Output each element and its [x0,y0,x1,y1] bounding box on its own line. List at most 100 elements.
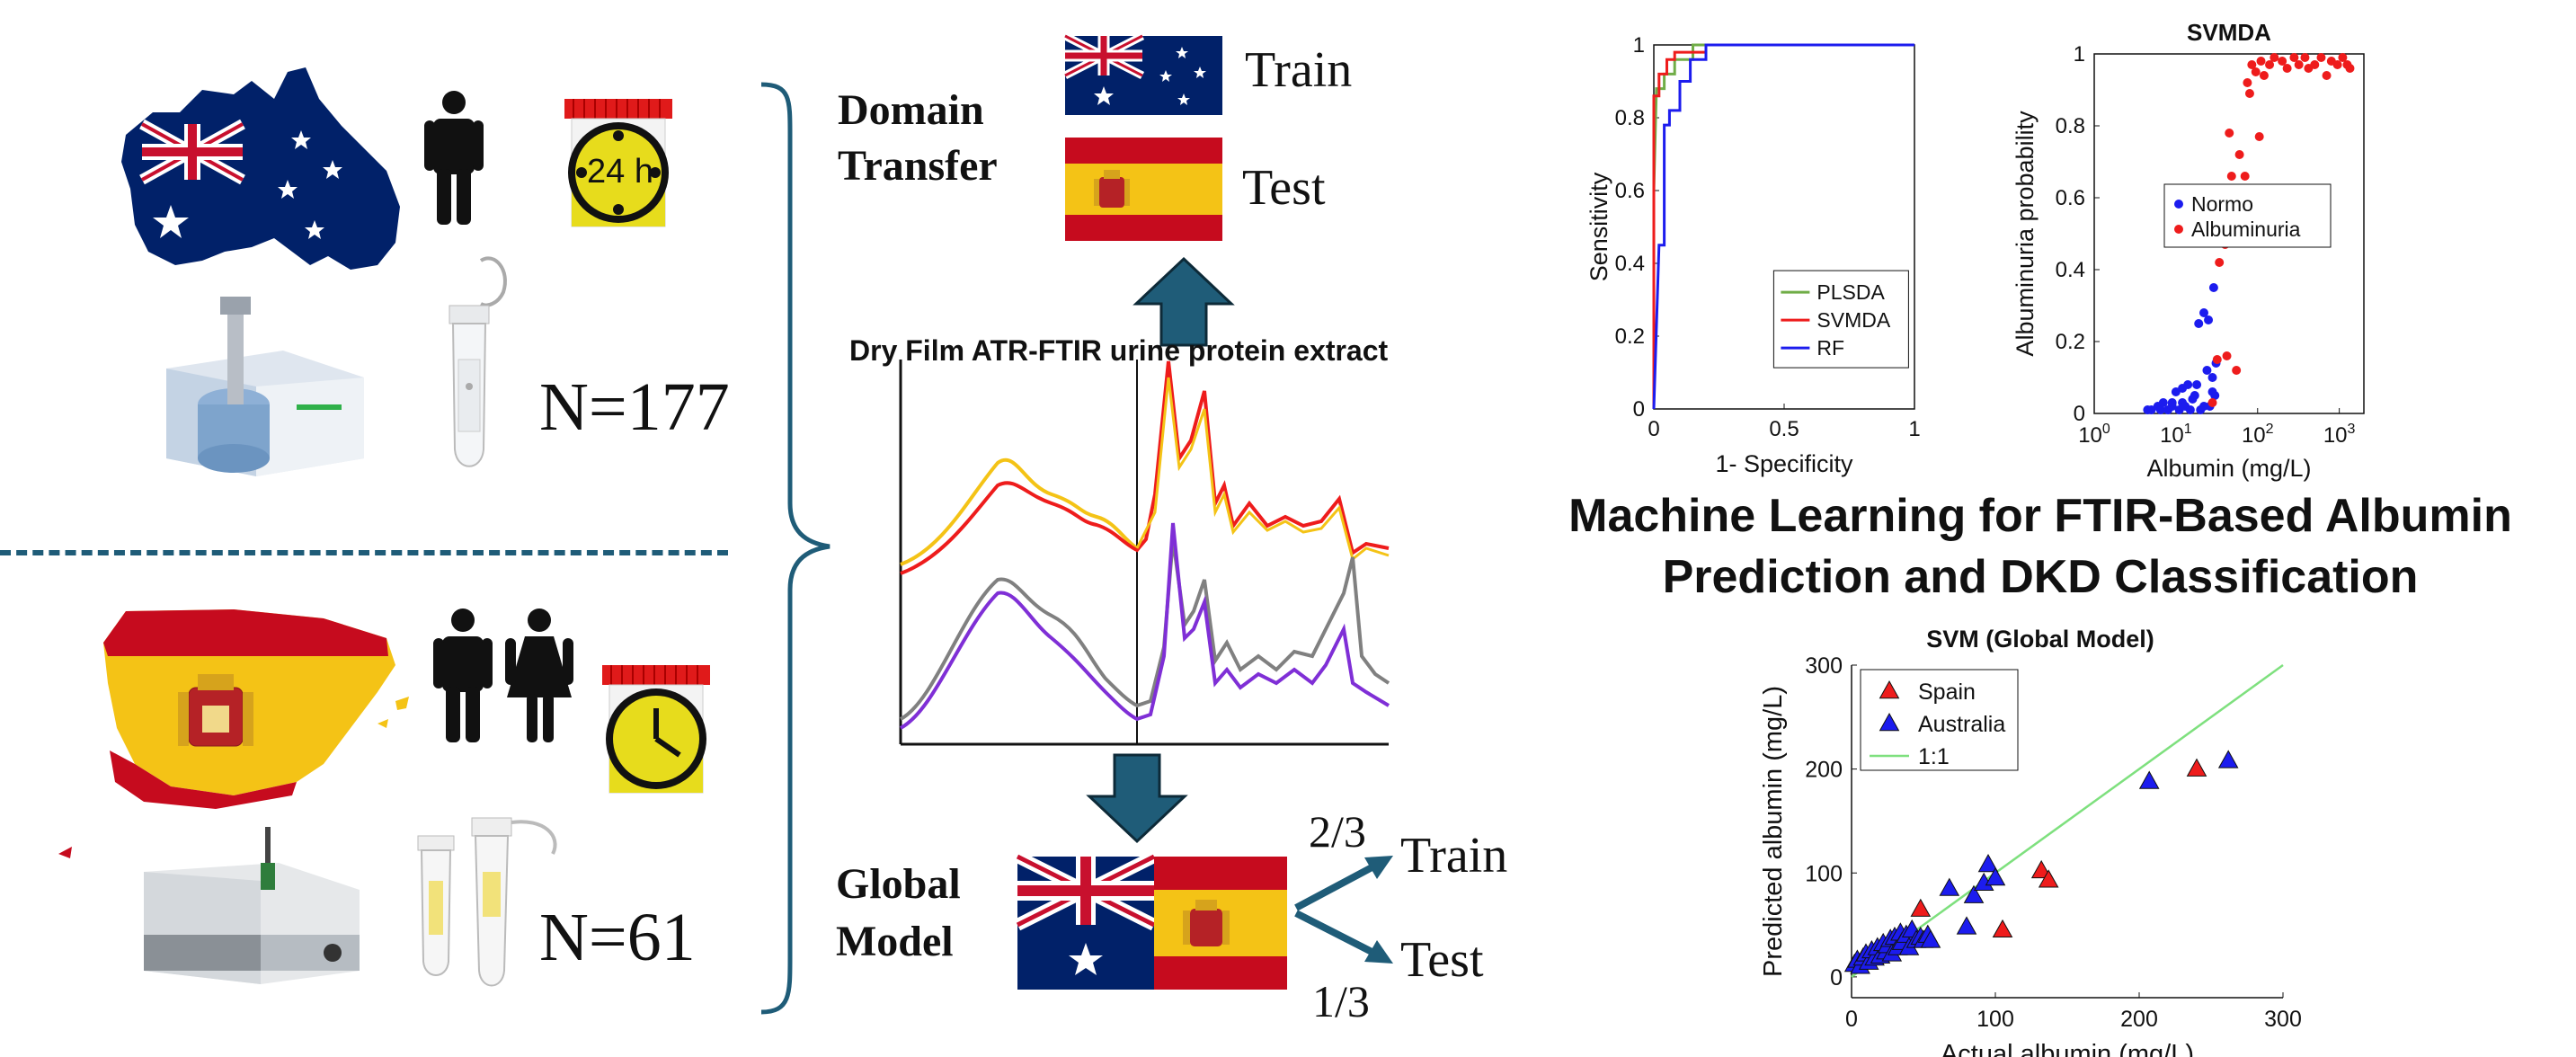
svmda-ytick-label: 0.2 [2056,330,2085,354]
svmda-point-normo [2190,391,2199,400]
domain-transfer-title-line1: Domain [838,86,984,134]
global-model-title-line2: Model [836,918,954,965]
domain-transfer-train-label: Train [1245,42,1353,98]
arrow-down-icon [1086,753,1188,844]
svmda-point-albuminuria [2247,60,2257,69]
svm-point-australia [1939,877,1960,896]
australia-sample-count: N=177 [539,369,730,445]
roc-legend-label: RF [1817,336,1844,360]
global-train-label: Train [1400,828,1508,884]
ftir-spectrometer-icon [166,297,364,476]
svm-point-spain [2186,758,2207,777]
svmda-point-albuminuria [2265,60,2275,69]
spain-map-icon [58,609,409,858]
svm-point-spain [2030,859,2052,879]
svm-ytick-label: 200 [1805,758,1843,783]
global-model-title: Global Model [836,856,961,971]
svmda-point-albuminuria [2278,57,2287,66]
svm-xtick-label: 200 [2120,1007,2158,1032]
svmda-xtick-label: 101 [2160,422,2192,448]
svmda-point-albuminuria [2294,60,2304,69]
svm-xtick-label: 100 [1976,1007,2014,1032]
svm-legend-swatch [1879,680,1900,699]
svmda-point-albuminuria [2256,57,2266,66]
headline-line2: Prediction and DKD Classification [1662,551,2419,603]
svmda-ytick-label: 0 [2074,402,2085,426]
svmda-ytick-label: 0.6 [2056,186,2085,210]
roc-xtick-label: 0.5 [1769,417,1799,441]
roc-xtick-label: 1 [1908,417,1920,441]
svmda-legend-label: Normo [2191,192,2253,216]
timer-label: 24 h [587,153,653,191]
svmda-point-normo [2158,398,2168,407]
split-arrows-icon [1294,856,1393,964]
roc-ytick-label: 0 [1633,397,1645,422]
svmda-point-albuminuria [2234,150,2244,159]
svmda-point-albuminuria [2240,172,2250,181]
roc-ytick-label: 1 [1633,33,1645,58]
svmda-point-normo [2207,387,2217,396]
svm-point-australia [1985,867,2006,886]
svm-point-australia [1977,853,1999,873]
svmda-point-albuminuria [2322,71,2332,80]
spain-flag-icon [1065,138,1222,241]
svmda-point-albuminuria [2300,53,2310,62]
urine-container-24h-icon [564,99,672,227]
svmda-point-normo [2204,315,2214,324]
svm-point-spain [1910,898,1932,917]
svm-ytick-label: 300 [1805,653,1843,679]
svmda-xlabel: Albumin (mg/L) [2146,455,2311,482]
urine-container-clock-icon [602,665,710,794]
svmda-point-normo [2183,380,2193,389]
svmda-xtick-label: 102 [2242,422,2274,448]
svmda-point-normo [2207,373,2217,382]
svmda-legend [2163,183,2332,248]
roc-xlabel: 1- Specificity [1715,450,1853,477]
spain-sample-count: N=61 [539,900,696,975]
roc-ylabel: Sensitivity [1586,172,1612,281]
svmda-point-normo [2155,405,2165,414]
domain-transfer-title: Domain Transfer [838,83,998,194]
svmda-ytick-label: 0.4 [2056,258,2085,282]
svmda-point-normo [2199,308,2209,317]
svm-ytick-label: 0 [1830,965,1843,990]
spectrum-line-gray [899,538,1390,721]
roc-ytick-label: 0.8 [1615,106,1645,130]
roc-xtick-label: 0 [1648,417,1659,441]
australia-flag-icon [1062,31,1222,115]
global-test-label: Test [1400,932,1484,988]
spectrum-line-orange [1135,377,1390,562]
curly-brace [760,82,831,1015]
man-icon [433,608,493,742]
svmda-point-albuminuria [2254,132,2264,141]
combined-flag-icon [1014,850,1287,990]
svmda-point-albuminuria [2251,67,2261,76]
headline-line1: Machine Learning for FTIR-Based Albumin [1568,490,2512,542]
svmda-legend-swatch [2174,200,2183,209]
roc-ytick-label: 0.4 [1615,252,1645,276]
svm-ytick-label: 100 [1805,861,1843,886]
svmda-axes-box [2093,53,2365,414]
global-split-test: 1/3 [1312,976,1370,1026]
svmda-point-normo [2192,380,2202,389]
svmda-legend-swatch [2174,225,2183,234]
svmda-point-albuminuria [2310,60,2320,69]
svm-point-spain [1992,919,2013,938]
svmda-ylabel: Albuminuria probability [2012,111,2039,357]
global-split-train: 2/3 [1309,806,1366,857]
svm-point-australia [1920,929,1941,948]
global-model-title-line1: Global [836,860,961,908]
domain-transfer-test-label: Test [1242,160,1326,216]
svmda-point-albuminuria [2282,64,2292,73]
svm-legend-label: Spain [1918,680,1976,705]
ftir-spectrum-plot [899,360,1390,746]
man-icon [424,91,484,225]
svmda-point-albuminuria [2244,89,2254,98]
svmda-point-albuminuria [2212,355,2222,364]
svmda-point-albuminuria [2215,258,2225,267]
headline: Machine Learning for FTIR-Based Albumin … [1528,485,2553,608]
svm-xtick-label: 300 [2264,1007,2302,1032]
